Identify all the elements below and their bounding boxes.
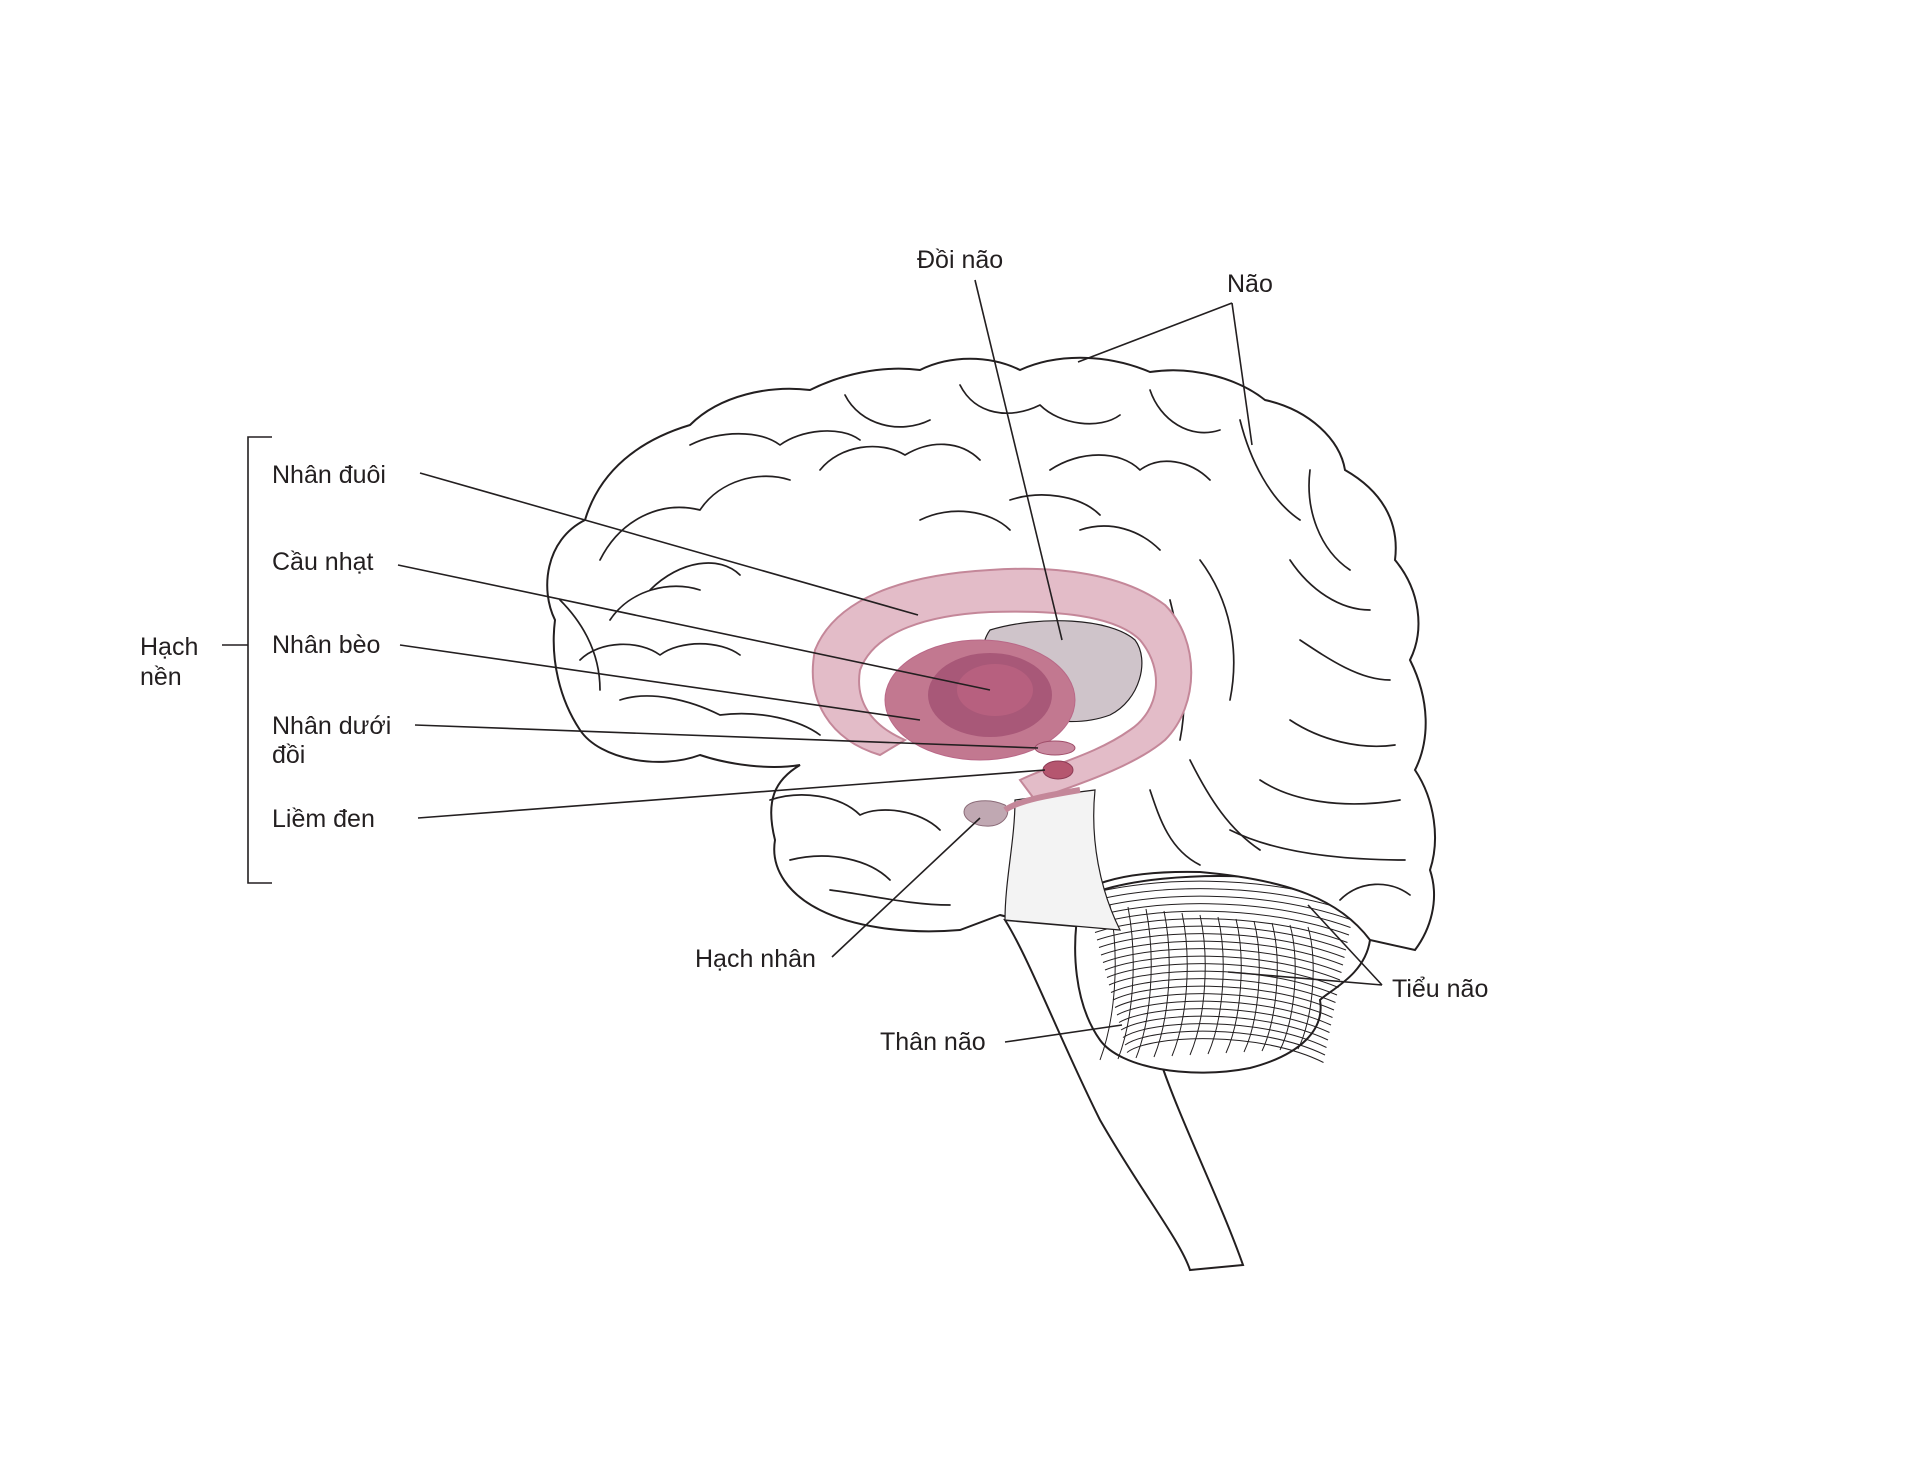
cerebellum-striation <box>1096 925 1347 951</box>
cerebellum <box>1074 875 1372 1074</box>
cerebellum-striation <box>1243 920 1260 1053</box>
label-brainstem: Thân não <box>880 1028 986 1056</box>
cerebellum-striation <box>1261 922 1278 1052</box>
cerebellum-striation <box>1092 910 1350 936</box>
cerebellum-striation <box>1225 918 1242 1054</box>
label-caudate: Nhân đuôi <box>272 461 386 489</box>
cerebellum-striation <box>1110 978 1336 1003</box>
cerebellum-striation <box>1124 1030 1326 1056</box>
cerebellum-striation <box>1100 940 1344 966</box>
caudate-tail <box>1003 787 1081 813</box>
label-subthalamic-1: Nhân dưới <box>272 712 391 740</box>
substantia-nigra-shape <box>1042 760 1074 780</box>
cerebellum-striation <box>1189 914 1206 1056</box>
label-brain: Não <box>1227 270 1273 298</box>
cerebellum-striation <box>1117 906 1134 1060</box>
subthalamic-shape <box>1034 740 1076 756</box>
leader-lines <box>397 279 1383 1043</box>
label-cerebellum: Tiểu não <box>1392 975 1488 1003</box>
cerebellum-striation <box>1207 916 1224 1055</box>
cerebellum-striations <box>1084 880 1356 1063</box>
cerebellum-striation <box>1086 888 1354 913</box>
cerebellum-striation <box>1102 948 1342 973</box>
label-amygdala: Hạch nhân <box>695 945 816 973</box>
cerebellum-striation <box>1171 912 1188 1057</box>
basal-ganglia-bracket <box>222 436 272 884</box>
label-subthalamic-2: đồi <box>272 741 305 769</box>
label-globus-pallidus: Cầu nhạt <box>272 548 374 576</box>
label-substantia-nigra: Liềm đen <box>272 805 375 833</box>
globus-pallidus-inner <box>957 664 1033 716</box>
amygdala-shape <box>963 800 1009 827</box>
label-putamen: Nhân bèo <box>272 631 380 659</box>
cerebellum-striation <box>1116 1000 1332 1026</box>
cerebellum-striation <box>1088 895 1353 921</box>
cerebellum-striation <box>1104 955 1341 981</box>
brainstem-upper <box>1004 789 1122 931</box>
cerebellum-striation <box>1120 1015 1329 1041</box>
cerebellum-striation <box>1118 1008 1330 1033</box>
cerebellum-striation <box>1153 910 1170 1058</box>
cerebellum-striation <box>1108 970 1338 996</box>
cerebellum-striation <box>1090 903 1351 928</box>
label-basal-ganglia-2: nền <box>140 663 182 691</box>
cerebellum-striation <box>1126 1038 1324 1063</box>
label-basal-ganglia-1: Hạch <box>140 633 198 661</box>
cerebellum-striation <box>1297 926 1314 1050</box>
cerebellum-striation <box>1122 1023 1327 1048</box>
cerebellum-striation <box>1135 908 1152 1059</box>
label-thalamus: Đồi não <box>917 246 1003 274</box>
cerebellum-striation <box>1106 963 1339 988</box>
cerebellum-striation <box>1279 924 1296 1051</box>
caudate-shape <box>811 567 1193 802</box>
cerebellum-striation <box>1112 985 1335 1011</box>
cerebral-gyri <box>559 384 1411 906</box>
